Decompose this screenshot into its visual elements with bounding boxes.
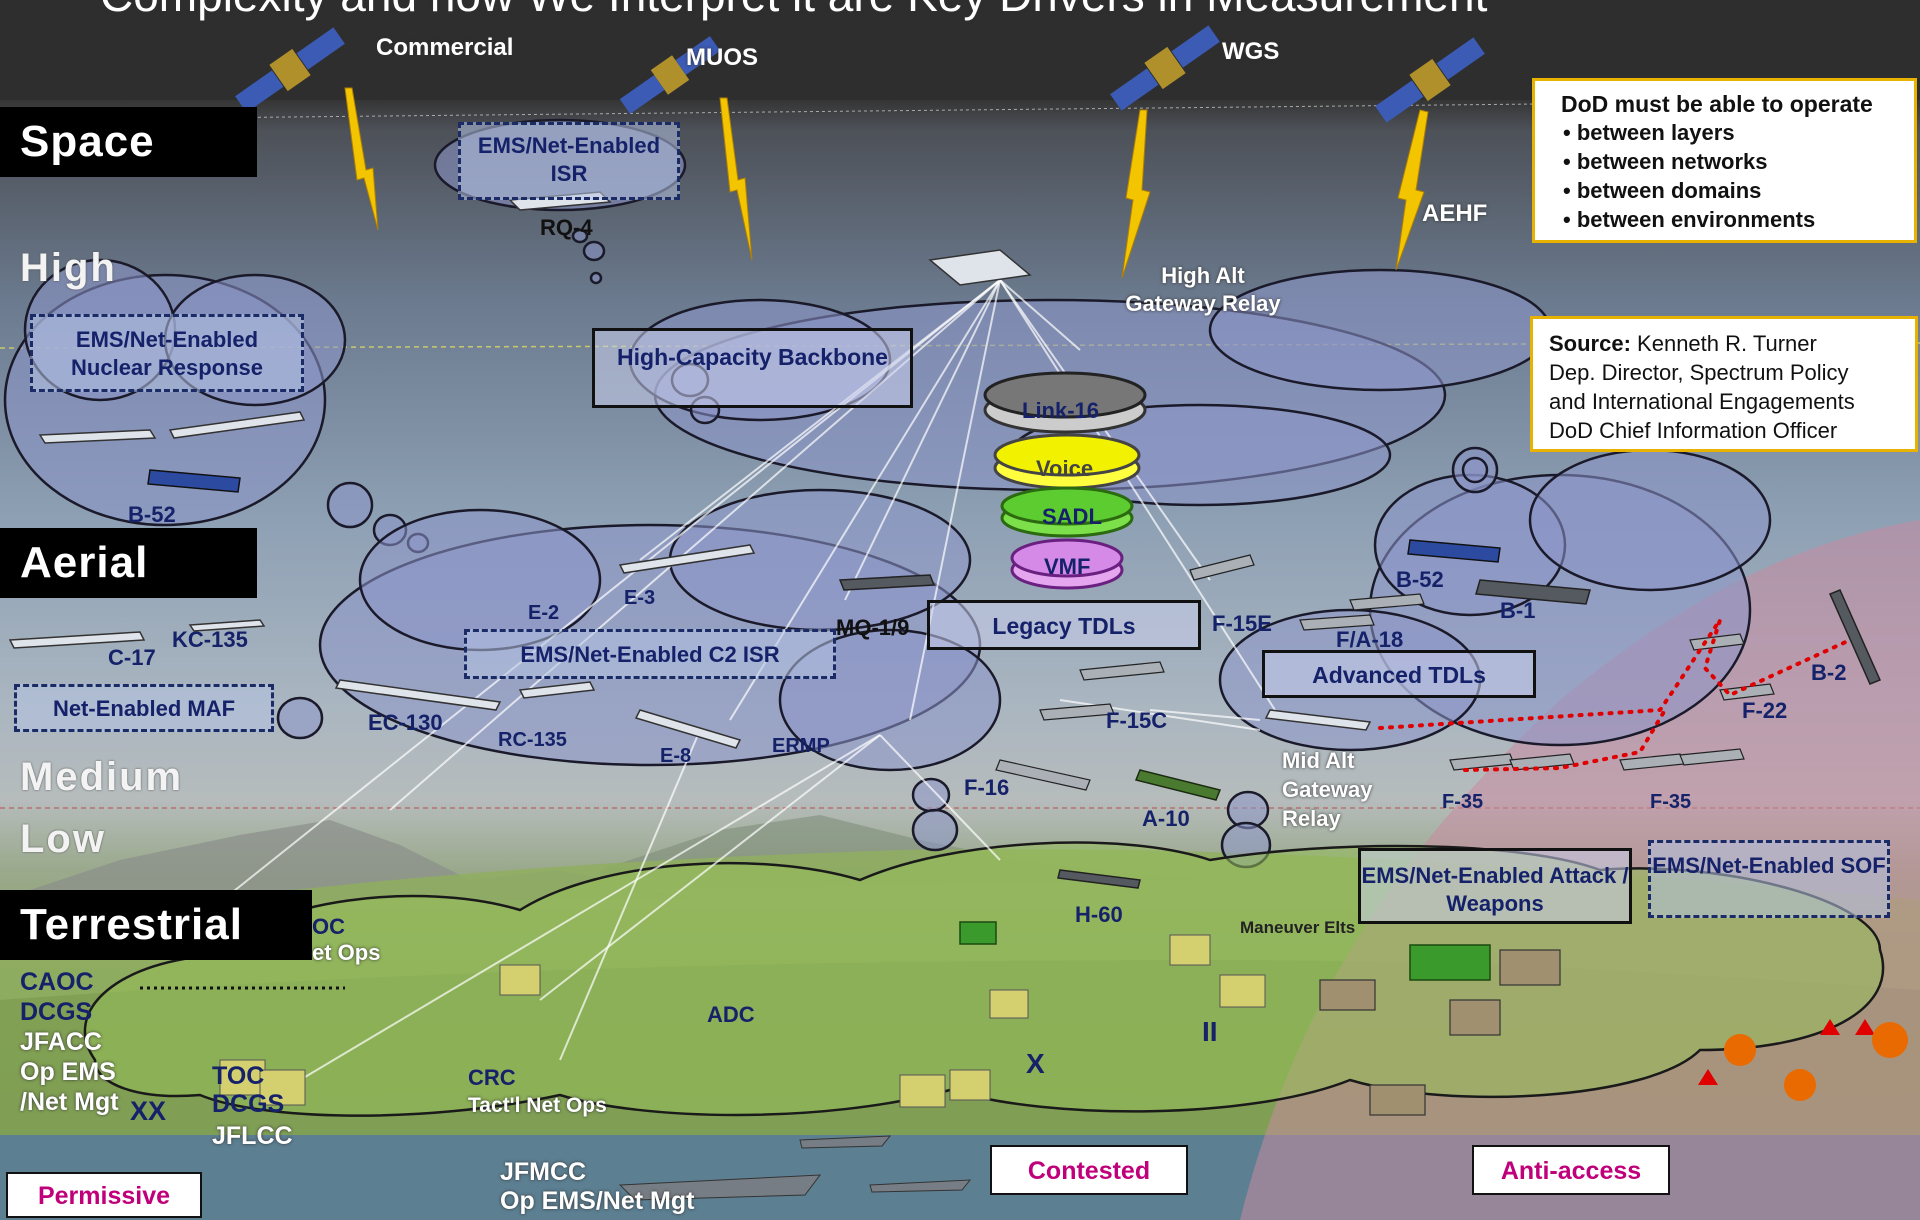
- satellite-commercial-label: Commercial: [376, 34, 514, 61]
- source-line: Dep. Director, Spectrum Policy: [1549, 360, 1849, 385]
- operate-requirements-box: DoD must be able to operate • between la…: [1532, 78, 1917, 243]
- aircraft-b52-right: B-52: [1396, 567, 1444, 592]
- operate-item: • between networks: [1563, 149, 1768, 174]
- ground-crc: CRC: [468, 1065, 516, 1090]
- datalink-link16: Link-16: [1022, 398, 1100, 423]
- ground-netops-top: et Ops: [312, 940, 381, 965]
- ground-op-ems: Op EMS: [20, 1058, 116, 1086]
- ground-tactl-net-ops: Tact'l Net Ops: [468, 1094, 607, 1117]
- datalink-vmf: VMF: [1044, 554, 1091, 579]
- zone-permissive: Permissive: [6, 1172, 202, 1218]
- box-legacy-tdls: Legacy TDLs: [927, 600, 1201, 650]
- ground-dcgs-1: DCGS: [20, 998, 93, 1026]
- aircraft-f15e: F-15E: [1212, 611, 1272, 636]
- aircraft-h60: H-60: [1075, 902, 1123, 927]
- operate-item: • between domains: [1563, 178, 1762, 203]
- operate-list: • between layers • between networks • be…: [1543, 118, 1906, 234]
- zone-contested: Contested: [990, 1145, 1188, 1195]
- aircraft-f35-left: F-35: [1442, 791, 1484, 813]
- aircraft-c17: C-17: [108, 645, 156, 670]
- operate-item: • between layers: [1563, 120, 1735, 145]
- ground-x: X: [1026, 1048, 1045, 1079]
- ground-xx: XX: [130, 1096, 167, 1126]
- source-author: Kenneth R. Turner: [1637, 331, 1817, 356]
- ground-toc: TOC: [212, 1062, 265, 1090]
- mid-alt-relay-label: Mid Alt Gateway Relay: [1282, 748, 1373, 831]
- aircraft-b1: B-1: [1500, 598, 1536, 623]
- aircraft-fa18: F/A-18: [1336, 627, 1404, 652]
- ground-toc-top: OC: [312, 914, 345, 939]
- aircraft-e8: E-8: [660, 745, 692, 767]
- box-ems-isr: EMS/Net-Enabled ISR: [458, 122, 680, 200]
- aircraft-b52-left: B-52: [128, 502, 176, 527]
- ground-jfacc: JFACC: [20, 1028, 102, 1056]
- altitude-medium: Medium: [20, 755, 184, 799]
- aircraft-b2: B-2: [1811, 660, 1847, 685]
- datalink-voice: Voice: [1036, 456, 1094, 481]
- ground-ii: II: [1202, 1016, 1218, 1047]
- page-title: Complexity and how We Interpret it are K…: [100, 0, 1487, 22]
- operate-heading: DoD must be able to operate: [1561, 91, 1873, 117]
- aircraft-ermp: ERMP: [772, 735, 830, 757]
- source-label: Source:: [1549, 331, 1631, 356]
- ground-maneuver-elts: Maneuver Elts: [1240, 918, 1356, 937]
- box-net-enabled-maf: Net-Enabled MAF: [14, 684, 274, 732]
- aircraft-f22: F-22: [1742, 698, 1788, 723]
- box-ems-sof: EMS/Net-Enabled SOF: [1648, 840, 1890, 918]
- layer-space: Space: [0, 107, 257, 177]
- ground-adc: ADC: [707, 1002, 755, 1027]
- aircraft-f16: F-16: [964, 775, 1010, 800]
- aircraft-ec130: EC-130: [368, 710, 443, 735]
- ground-jfmcc: JFMCC: [500, 1158, 587, 1186]
- aircraft-e3: E-3: [624, 587, 656, 609]
- satellite-wgs-label: WGS: [1222, 38, 1280, 65]
- operate-item: • between environments: [1563, 207, 1816, 232]
- box-ems-nuclear-response: EMS/Net-Enabled Nuclear Response: [30, 314, 304, 392]
- box-ems-attack-weapons: EMS/Net-Enabled Attack / Weapons: [1358, 848, 1632, 924]
- altitude-high: High: [20, 246, 117, 290]
- box-ems-c2-isr: EMS/Net-Enabled C2 ISR: [464, 629, 836, 679]
- source-line: and International Engagements: [1549, 389, 1855, 414]
- aircraft-f35-right: F-35: [1650, 791, 1692, 813]
- box-advanced-tdls: Advanced TDLs: [1262, 650, 1536, 698]
- ground-dcgs-2: DCGS: [212, 1090, 285, 1118]
- ground-caoc: CAOC: [20, 968, 94, 996]
- layer-terrestrial: Terrestrial: [0, 890, 312, 960]
- satellite-muos-label: MUOS: [686, 44, 758, 71]
- aircraft-f15c: F-15C: [1106, 708, 1168, 733]
- ground-jfmcc-op-ems: Op EMS/Net Mgt: [500, 1187, 695, 1215]
- ground-net-mgt: /Net Mgt: [20, 1088, 119, 1116]
- high-alt-relay-label: High Alt Gateway Relay: [1125, 263, 1281, 316]
- layer-aerial: Aerial: [0, 528, 257, 598]
- ground-jflcc: JFLCC: [212, 1122, 293, 1150]
- aircraft-mq19: MQ-1/9: [836, 615, 910, 640]
- zone-anti-access: Anti-access: [1472, 1145, 1670, 1195]
- aircraft-kc135: KC-135: [172, 627, 248, 652]
- box-high-capacity-backbone: High-Capacity Backbone: [592, 328, 913, 408]
- aircraft-a10: A-10: [1142, 806, 1190, 831]
- datalink-sadl: SADL: [1042, 504, 1102, 529]
- source-line: DoD Chief Information Officer: [1549, 418, 1838, 443]
- altitude-low: Low: [20, 817, 106, 861]
- source-box: Source: Kenneth R. Turner Dep. Director,…: [1530, 316, 1918, 452]
- aircraft-e2: E-2: [528, 602, 560, 624]
- aircraft-rc135: RC-135: [498, 729, 567, 751]
- satellite-aehf-label: AEHF: [1422, 200, 1488, 227]
- aircraft-rq4: RQ-4: [540, 215, 593, 240]
